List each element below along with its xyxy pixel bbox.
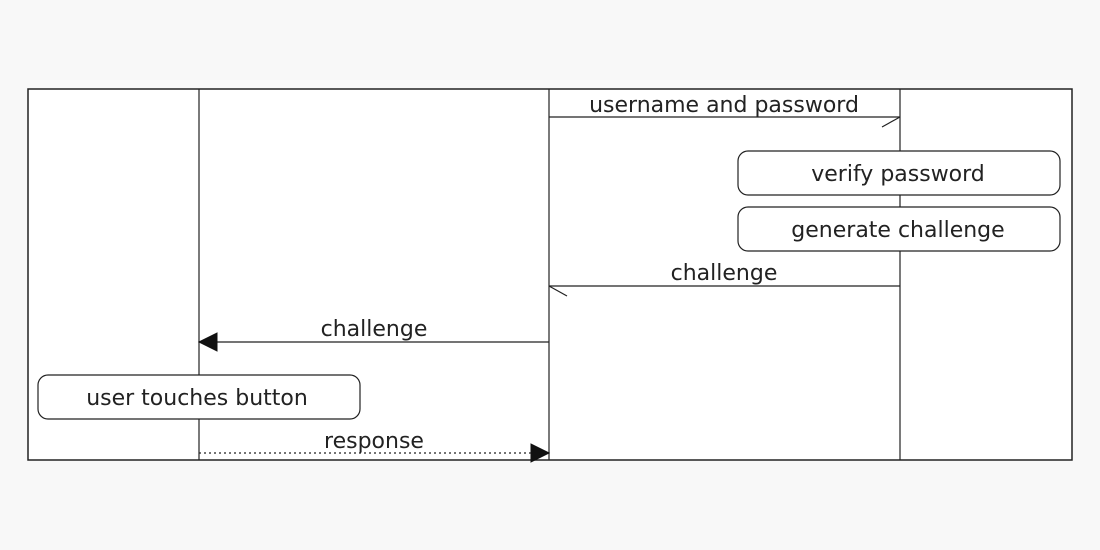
message-challenge-return: challenge	[548, 261, 900, 297]
message-challenge-forward: challenge	[197, 317, 549, 352]
message-label: challenge	[321, 317, 428, 342]
note-label: user touches button	[86, 386, 308, 411]
note-user-touches-button: user touches button	[37, 374, 361, 420]
filled-arrowhead	[530, 443, 551, 463]
note-verify-password: verify password	[737, 150, 1061, 196]
note-box	[37, 374, 361, 420]
filled-arrowhead	[197, 332, 218, 352]
note-generate-challenge: generate challenge	[737, 206, 1061, 252]
message-label: challenge	[671, 261, 778, 286]
open-arrowhead	[881, 116, 901, 128]
note-label: verify password	[811, 162, 985, 187]
note-label: generate challenge	[791, 218, 1004, 243]
open-arrowhead	[548, 285, 568, 297]
message-response: response	[199, 429, 551, 463]
note-box	[737, 150, 1061, 196]
note-box	[737, 206, 1061, 252]
message-label: response	[324, 429, 424, 454]
message-username-and-password: username and password	[549, 93, 901, 128]
message-label: username and password	[589, 93, 859, 118]
